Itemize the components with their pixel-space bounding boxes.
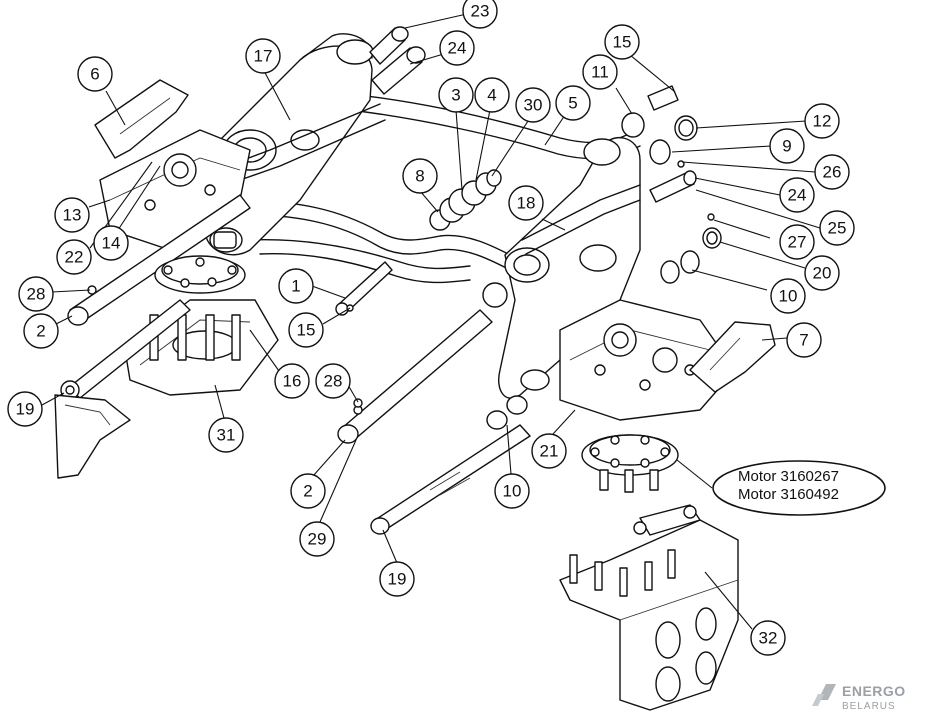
callout: 9 — [769, 128, 805, 164]
svg-text:9: 9 — [782, 137, 791, 156]
svg-text:1: 1 — [291, 277, 300, 296]
callout: 4 — [474, 77, 510, 113]
svg-text:13: 13 — [63, 206, 82, 225]
callout: 17 — [245, 38, 281, 74]
callout: 21 — [531, 433, 567, 469]
svg-text:28: 28 — [324, 372, 343, 391]
callout: 29 — [299, 521, 335, 557]
callout: 14 — [93, 225, 129, 261]
callout: 18 — [508, 185, 544, 221]
energo-logo-icon — [812, 684, 836, 706]
svg-text:22: 22 — [65, 248, 84, 267]
callout: 24 — [439, 30, 475, 66]
line-art — [54, 26, 776, 711]
svg-text:18: 18 — [517, 194, 536, 213]
svg-text:10: 10 — [779, 287, 798, 306]
callout: 22 — [56, 239, 92, 275]
svg-text:12: 12 — [813, 112, 832, 131]
callout: 23 — [462, 0, 498, 29]
callout: 5 — [555, 85, 591, 121]
svg-text:29: 29 — [308, 530, 327, 549]
callout: 28 — [315, 363, 351, 399]
motor-note-ellipse — [712, 460, 886, 516]
callout: 26 — [814, 154, 850, 190]
svg-text:14: 14 — [102, 234, 121, 253]
callout: 19 — [379, 561, 415, 597]
svg-text:7: 7 — [799, 331, 808, 350]
callout: 19 — [7, 391, 43, 427]
watermark-brand: ENERGO — [842, 683, 906, 699]
svg-text:15: 15 — [297, 321, 316, 340]
svg-text:3: 3 — [451, 86, 460, 105]
callout: 30 — [515, 87, 551, 123]
svg-text:11: 11 — [591, 63, 609, 82]
svg-text:5: 5 — [568, 94, 577, 113]
svg-text:25: 25 — [828, 219, 847, 238]
callout: 1 — [278, 268, 314, 304]
callout: 20 — [804, 255, 840, 291]
motor-note-line1: Motor 3160267 — [738, 468, 839, 485]
callout: 28 — [18, 276, 54, 312]
callout: 31 — [208, 417, 244, 453]
motor-note: Motor 3160267 Motor 3160492 — [712, 460, 886, 516]
svg-text:10: 10 — [503, 482, 522, 501]
callout: 15 — [604, 24, 640, 60]
callout: 8 — [402, 158, 438, 194]
svg-text:2: 2 — [303, 482, 312, 501]
svg-text:27: 27 — [788, 233, 807, 252]
svg-text:30: 30 — [524, 96, 543, 115]
callout: 27 — [779, 224, 815, 260]
svg-text:23: 23 — [471, 2, 490, 21]
callout: 16 — [274, 363, 310, 399]
callout: 10 — [494, 473, 530, 509]
svg-text:24: 24 — [788, 186, 807, 205]
callout: 12 — [804, 103, 840, 139]
callout: 10 — [770, 278, 806, 314]
callout: 2 — [290, 473, 326, 509]
svg-text:16: 16 — [283, 372, 302, 391]
leader-lines — [41, 10, 821, 630]
callout: 2 — [23, 313, 59, 349]
svg-text:32: 32 — [759, 629, 778, 648]
svg-text:6: 6 — [90, 65, 99, 84]
svg-text:8: 8 — [415, 167, 424, 186]
svg-text:2: 2 — [36, 322, 45, 341]
callout: 3 — [438, 77, 474, 113]
svg-text:21: 21 — [540, 442, 559, 461]
svg-text:15: 15 — [613, 33, 632, 52]
svg-text:31: 31 — [217, 426, 236, 445]
callout: 11 — [582, 54, 618, 90]
svg-text:17: 17 — [254, 47, 273, 66]
svg-text:24: 24 — [448, 39, 467, 58]
watermark: ENERGO BELARUS — [812, 683, 906, 712]
watermark-sub: BELARUS — [842, 701, 896, 712]
svg-text:28: 28 — [27, 285, 46, 304]
svg-text:4: 4 — [487, 86, 496, 105]
callout: 24 — [779, 177, 815, 213]
motor-note-line2: Motor 3160492 — [738, 486, 839, 503]
callouts: 23 17 24 6 3 4 30 5 15 11 12 9 26 24 25 … — [7, 0, 855, 656]
callout: 15 — [288, 312, 324, 348]
callout: 32 — [750, 620, 786, 656]
svg-text:20: 20 — [813, 264, 832, 283]
svg-text:19: 19 — [388, 570, 407, 589]
callout: 25 — [819, 210, 855, 246]
svg-text:19: 19 — [16, 400, 35, 419]
callout: 7 — [786, 322, 822, 358]
callout: 6 — [77, 56, 113, 92]
svg-text:26: 26 — [823, 163, 842, 182]
callout: 13 — [54, 197, 90, 233]
